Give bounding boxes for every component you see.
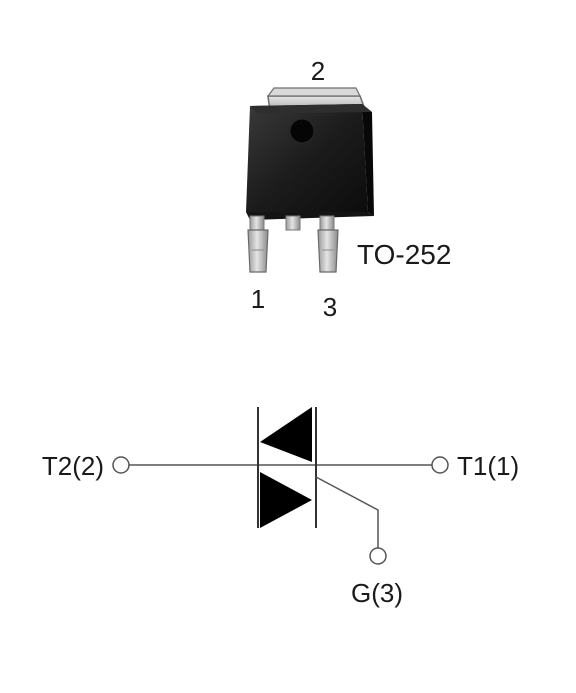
pin-label-1: 1 (251, 284, 265, 314)
package-body (246, 104, 374, 220)
terminal-gate-icon (369, 547, 387, 565)
triac-schematic: T2(2) T1(1) G(3) (42, 407, 519, 608)
triangle-upper-icon (260, 407, 312, 462)
to252-package: 2 1 3 TO-252 (246, 56, 451, 322)
lead-pin-3 (317, 215, 339, 273)
terminal-t2-icon (112, 456, 130, 474)
package-name: TO-252 (357, 239, 451, 270)
label-gate: G(3) (351, 578, 403, 608)
pin-label-2: 2 (311, 56, 325, 86)
label-t1: T1(1) (457, 451, 519, 481)
label-t2: T2(2) (42, 451, 104, 481)
lead-pin-1 (247, 215, 269, 273)
gate-wire (315, 476, 379, 548)
center-stub (285, 215, 301, 231)
pin-label-3: 3 (323, 292, 337, 322)
terminal-t1-icon (431, 456, 449, 474)
triangle-lower-icon (260, 472, 312, 528)
mounting-hole-icon (289, 118, 315, 144)
